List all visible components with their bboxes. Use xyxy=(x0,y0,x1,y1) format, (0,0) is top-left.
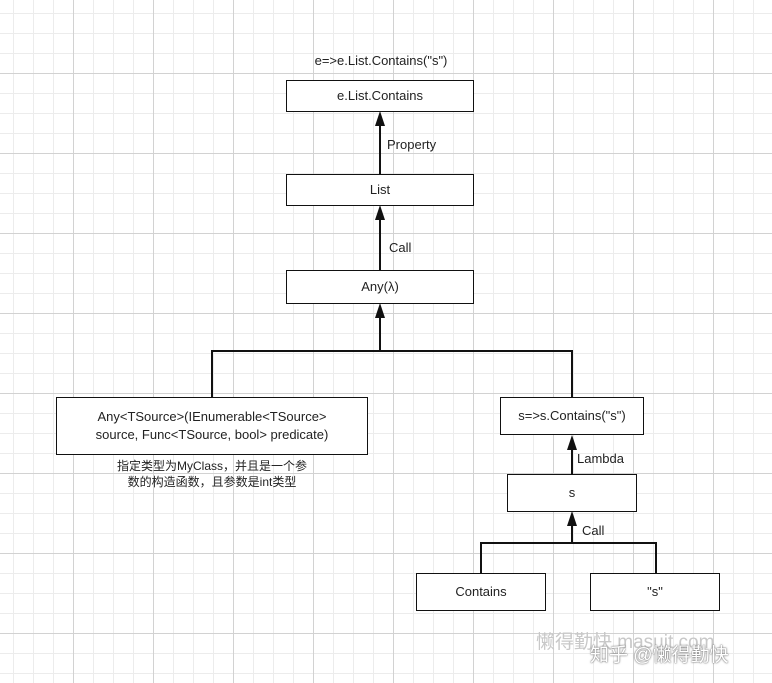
edge-label-property: Property xyxy=(387,137,437,152)
node-contains: Contains xyxy=(416,573,546,611)
node-contains-expr: e.List.Contains xyxy=(286,80,474,112)
top-expression-label: e=>e.List.Contains("s") xyxy=(314,53,448,68)
edge-label-lambda: Lambda xyxy=(577,451,624,466)
edge-label-call-s: Call xyxy=(582,523,605,538)
node-any: Any(λ) xyxy=(286,270,474,304)
node-list: List xyxy=(286,174,474,206)
arrowhead-any xyxy=(375,303,385,318)
watermark-main: 知乎 @懒得勤快 xyxy=(590,645,729,666)
node-s: s xyxy=(507,474,637,512)
node-lambda-expr: s=>s.Contains("s") xyxy=(500,397,644,435)
arrowhead-list xyxy=(375,205,385,220)
node-s-literal: "s" xyxy=(590,573,720,611)
arrowhead-lambda xyxy=(567,435,577,450)
watermark-faint: 懒得勤快 masuit.com xyxy=(536,632,715,653)
type-note: 指定类型为MyClass，并且是一个参数的构造函数，且参数是int类型 xyxy=(116,459,307,489)
arrowhead-s xyxy=(567,511,577,526)
arrowhead-contains xyxy=(375,111,385,126)
node-any-signature: Any<TSource>(IEnumerable<TSource> source… xyxy=(56,397,368,455)
edge-children-to-any xyxy=(211,350,573,397)
edge-args-to-s xyxy=(480,542,657,573)
edge-label-call-list: Call xyxy=(389,240,412,255)
